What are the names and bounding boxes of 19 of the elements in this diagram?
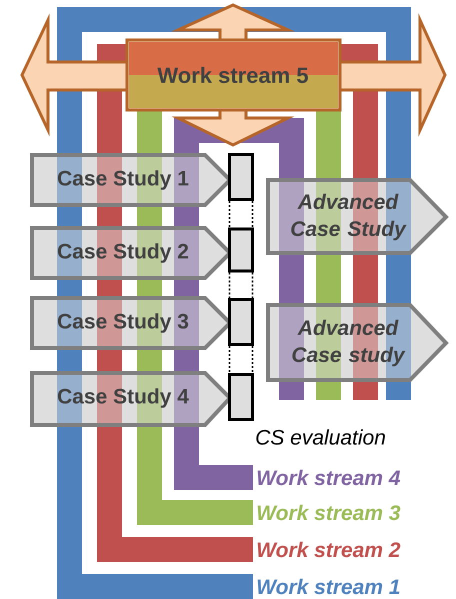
dotted-connector bbox=[228, 345, 254, 374]
node-label: Case Study 3 bbox=[58, 313, 188, 333]
node-label: Case Study 1 bbox=[58, 170, 188, 190]
evaluation-box bbox=[228, 153, 254, 201]
node-label: Case Study 4 bbox=[58, 388, 189, 408]
node-label: Case Study 2 bbox=[58, 243, 188, 263]
evaluation-box bbox=[228, 228, 254, 272]
node-label: Advanced Case study bbox=[292, 320, 406, 366]
dotted-connector bbox=[228, 272, 254, 299]
work-stream-label: Work stream 2 bbox=[258, 542, 400, 558]
evaluation-box bbox=[228, 298, 254, 346]
caption-text: CS evaluation bbox=[256, 429, 385, 445]
work-stream-label: Work stream 4 bbox=[258, 470, 400, 486]
evaluation-box bbox=[228, 373, 254, 421]
work-stream-label: Work stream 3 bbox=[258, 504, 400, 520]
work-stream-label: Work stream 1 bbox=[258, 578, 400, 594]
advanced-case-study-pentagon: Advanced Case study bbox=[266, 303, 449, 382]
dotted-connector bbox=[228, 200, 254, 228]
node-label: Advanced Case Study bbox=[291, 194, 407, 240]
